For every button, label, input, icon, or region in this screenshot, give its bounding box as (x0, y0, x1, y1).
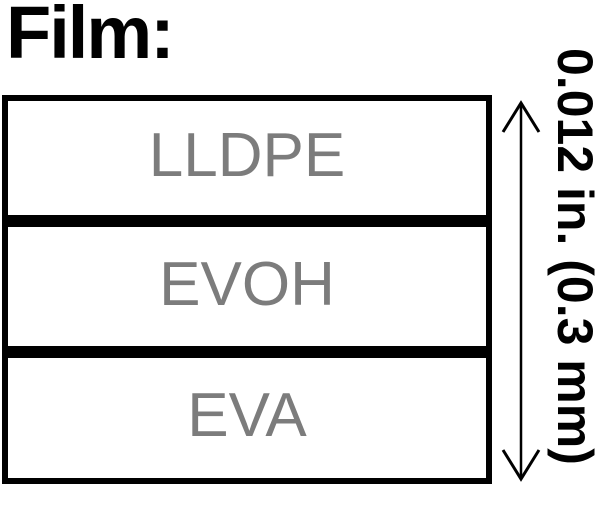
layer-eva: EVA (2, 352, 492, 484)
film-layer-stack: LLDPE EVOH EVA (2, 95, 492, 484)
diagram-title: Film: (6, 0, 175, 74)
dimension-arrow-icon (501, 100, 541, 482)
layer-lldpe: LLDPE (2, 95, 492, 221)
layer-lldpe-label: LLDPE (148, 121, 346, 190)
layer-evoh: EVOH (2, 221, 492, 352)
layer-eva-label: EVA (187, 381, 307, 450)
dimension-label: 0.012 in. (0.3 mm) (547, 48, 600, 465)
layer-evoh-label: EVOH (159, 249, 335, 319)
